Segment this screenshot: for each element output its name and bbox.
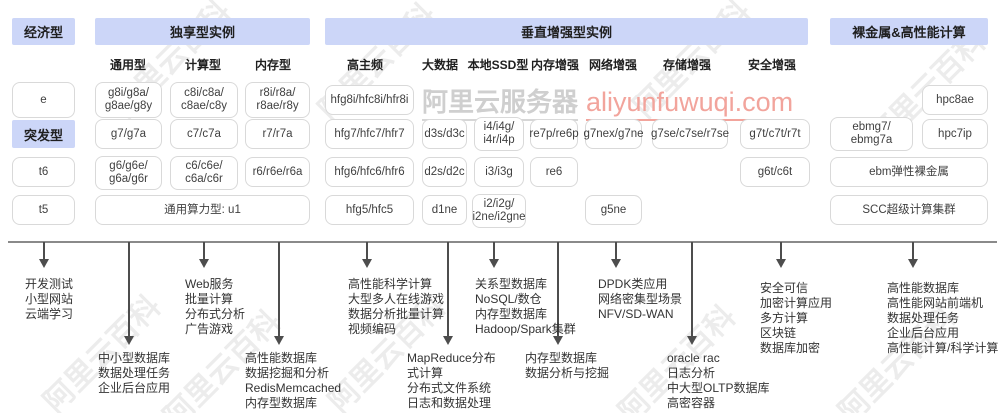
instance-box-hf6: hfg6/hfc6/hfr6 <box>325 157 414 187</box>
instance-box-g6: g6/g6e/ g6a/g6r <box>95 156 162 190</box>
instance-box-hpc7ip: hpc7ip <box>922 119 988 149</box>
use-case-memory-perf: 高性能数据库 数据挖掘和分析 RedisMemcached 内存型数据库 <box>245 351 342 410</box>
subheader-network-enhanced: 网络增强 <box>588 58 637 72</box>
instance-box-hpc8ae: hpc8ae <box>922 85 988 115</box>
instance-box-e: e <box>12 82 75 118</box>
instance-box-i2: i2/i2g/ i2ne/i2gne <box>472 194 526 228</box>
instance-box-c8: c8i/c8a/ c8ae/c8y <box>170 82 238 118</box>
subheader-memory: 内存型 <box>254 58 291 72</box>
down-arrow-memory-type <box>273 242 284 345</box>
arrowhead-icon <box>775 259 786 268</box>
down-arrow-high-freq <box>361 242 372 268</box>
use-case-bare-metal: 高性能数据库 高性能网站前端机 数据处理任务 企业后台应用 高性能计算/科学计算 <box>887 281 999 355</box>
instance-box-g5ne: g5ne <box>585 195 642 225</box>
use-case-web: Web服务 批量计算 分布式分析 广告游戏 <box>185 277 246 336</box>
instance-box-c7: c7/c7a <box>170 119 238 149</box>
use-case-big-data: MapReduce分布 式计算 分布式文件系统 日志和数据处理 <box>407 351 496 410</box>
instance-box-g7ne: g7nex/g7ne <box>583 119 644 149</box>
instance-box-ebm-bare-metal: ebm弹性裸金属 <box>830 157 988 187</box>
subheader-storage-enhanced: 存储增强 <box>662 58 711 72</box>
instance-box-d3: d3s/d3c <box>422 119 467 149</box>
arrowhead-icon <box>552 336 563 345</box>
use-case-economy: 开发测试 小型网站 云端学习 <box>25 277 74 321</box>
arrowhead-icon <box>38 259 49 268</box>
header-bare-metal-hpc: 裸金属&高性能计算 <box>830 18 988 45</box>
subheader-big-data: 大数据 <box>421 58 458 72</box>
down-arrow-general-db <box>123 242 134 345</box>
arrowhead-icon <box>488 259 499 268</box>
instance-box-re7p: re7p/re6p <box>529 119 579 149</box>
instance-box-g7: g7/g7a <box>95 119 162 149</box>
subheader-security-enhanced: 安全增强 <box>747 58 796 72</box>
arrowhead-icon <box>361 259 372 268</box>
header-burst: 突发型 <box>12 120 75 148</box>
arrowhead-icon <box>686 336 697 345</box>
use-case-general-db: 中小型数据库 数据处理任务 企业后台应用 <box>98 351 171 395</box>
subheader-local-ssd: 本地SSD型 <box>467 58 529 72</box>
instance-box-t5: t5 <box>12 195 75 225</box>
instance-box-i4: i4/i4g/ i4r/i4p <box>474 117 524 151</box>
header-vertical-enhanced: 垂直增强型实例 <box>325 18 808 45</box>
instance-box-d1ne: d1ne <box>422 195 467 225</box>
arrowhead-icon <box>198 259 209 268</box>
arrowhead-icon <box>273 336 284 345</box>
header-dedicated: 独享型实例 <box>95 18 310 45</box>
instance-box-u1: 通用算力型: u1 <box>95 195 310 225</box>
use-case-network-enhanced: DPDK类应用 网络密集型场景 NFV/SD-WAN <box>598 277 683 321</box>
instance-box-g6t: g6t/c6t <box>740 157 810 187</box>
instance-box-r6: r6/r6e/r6a <box>245 157 310 187</box>
subheader-high-freq: 高主频 <box>346 58 383 72</box>
instance-box-g7t: g7t/c7t/r7t <box>740 119 810 149</box>
down-arrow-economy <box>38 242 49 268</box>
arrowhead-icon <box>442 336 453 345</box>
down-arrow-memory-enhanced <box>552 242 563 345</box>
instance-box-c6: c6/c6e/ c6a/c6r <box>170 156 238 190</box>
instance-box-hf5: hfg5/hfc5 <box>325 195 414 225</box>
center-watermark-text: 阿里云服务器 <box>422 87 579 121</box>
use-case-high-freq: 高性能科学计算 大型多人在线游戏 数据分析批量计算 视频编码 <box>348 277 445 336</box>
instance-box-i3: i3/i3g <box>474 157 524 187</box>
instance-box-hf8: hfg8i/hfc8i/hfr8i <box>325 85 414 115</box>
center-watermark-site: aliyunfuwuqi.com <box>586 87 794 121</box>
use-case-storage-enhanced: oracle rac 日志分析 中大型OLTP数据库 高密容器 <box>667 351 770 410</box>
subheader-compute: 计算型 <box>184 58 221 72</box>
instance-box-g8: g8i/g8a/ g8ae/g8y <box>95 82 162 118</box>
instance-box-d2: d2s/d2c <box>422 157 467 187</box>
down-arrow-storage-enhanced <box>686 242 697 345</box>
use-case-local-ssd: 关系型数据库 NoSQL/数仓 内存型数据库 Hadoop/Spark集群 <box>475 277 576 336</box>
down-arrow-bare-metal <box>907 242 918 268</box>
instance-box-g7se: g7se/c7se/r7se <box>651 119 729 149</box>
instance-box-r7: r7/r7a <box>245 119 310 149</box>
instance-box-scc: SCC超级计算集群 <box>830 195 988 225</box>
arrowhead-icon <box>907 259 918 268</box>
header-economy: 经济型 <box>12 18 75 45</box>
divider-line <box>8 241 997 243</box>
instance-box-r8: r8i/r8a/ r8ae/r8y <box>245 82 310 118</box>
arrowhead-icon <box>123 336 134 345</box>
use-case-security-enhanced: 安全可信 加密计算应用 多方计算 区块链 数据库加密 <box>760 281 833 355</box>
instance-box-ebmg7: ebmg7/ ebmg7a <box>830 117 913 151</box>
instance-box-t6: t6 <box>12 157 75 187</box>
instance-box-hf7: hfg7/hfc7/hfr7 <box>325 119 414 149</box>
down-arrow-web <box>198 242 209 268</box>
down-arrow-big-data <box>442 242 453 345</box>
instance-box-re6: re6 <box>530 157 578 187</box>
arrowhead-icon <box>610 259 621 268</box>
subheader-general: 通用型 <box>109 58 146 72</box>
down-arrow-local-ssd <box>488 242 499 268</box>
subheader-memory-enhanced: 内存增强 <box>530 58 579 72</box>
use-case-memory-enhanced: 内存型数据库 数据分析与挖掘 <box>525 351 610 380</box>
down-arrow-network-enhanced <box>610 242 621 268</box>
down-arrow-security-enhanced <box>775 242 786 268</box>
